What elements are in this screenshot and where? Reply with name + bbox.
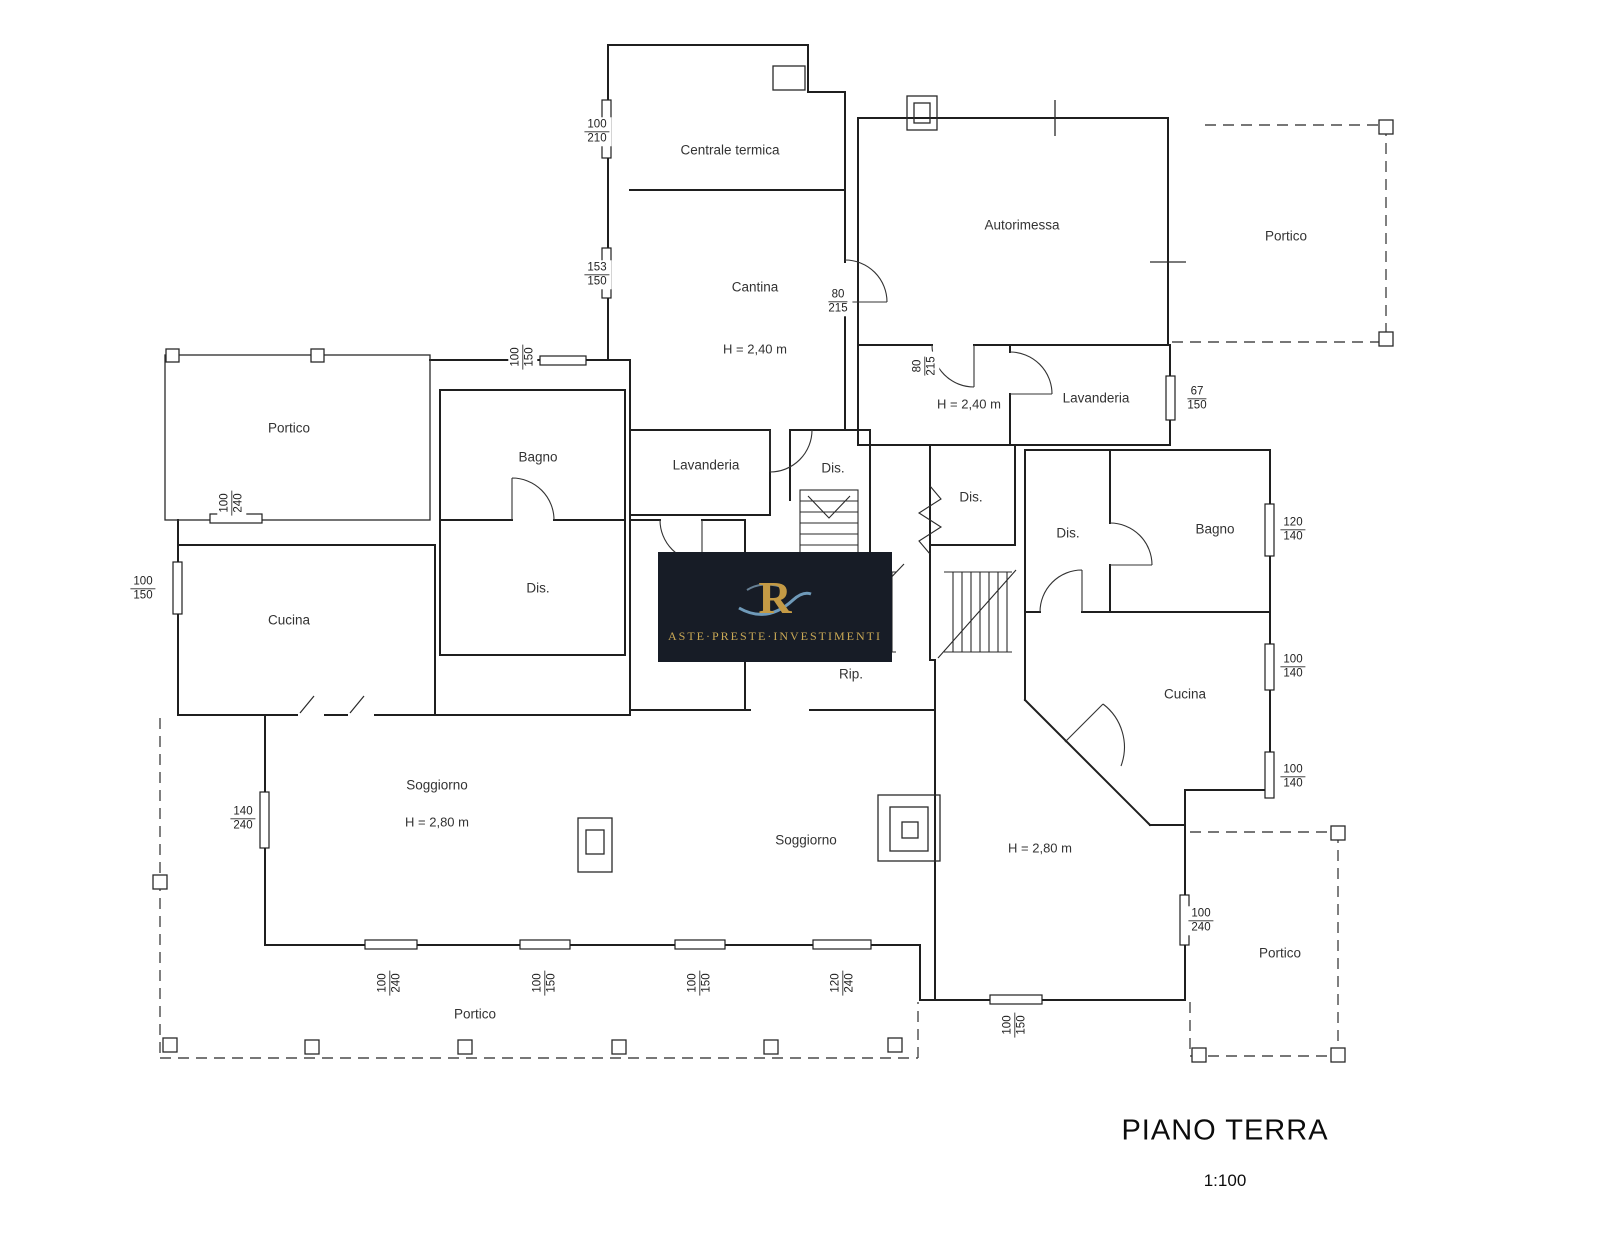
room-label-cucina-right: Cucina: [1163, 686, 1207, 702]
room-label-bagno-left: Bagno: [518, 449, 558, 465]
height-label-cantina: H = 2,40 m: [723, 341, 787, 357]
height-label-soggiorno-left: H = 2,80 m: [405, 814, 469, 830]
logo-caption: ASTE·PRESTE·INVESTIMENTI: [668, 629, 882, 643]
page-scale: 1:100: [1203, 1171, 1247, 1190]
room-label-cucina-left: Cucina: [267, 612, 311, 628]
room-label-centrale-termica: Centrale termica: [680, 142, 780, 158]
windows: [172, 99, 1275, 1005]
logo-watermark: R ASTE·PRESTE·INVESTIMENTI: [658, 552, 892, 662]
room-label-portico-bottom-right: Portico: [1258, 945, 1302, 961]
room-label-lavanderia-right: Lavanderia: [1062, 390, 1130, 406]
room-label-cantina: Cantina: [731, 279, 779, 295]
thin-details: [164, 65, 1186, 873]
room-label-soggiorno-left: Soggiorno: [406, 777, 468, 793]
room-label-autorimessa: Autorimessa: [984, 217, 1060, 233]
room-label-bagno-right: Bagno: [1195, 521, 1235, 537]
door-ticks: [299, 695, 365, 714]
logo-swoosh-icon: [738, 583, 812, 617]
room-label-dis-right-2: Dis.: [1056, 525, 1080, 541]
room-label-lavanderia-center: Lavanderia: [672, 457, 740, 473]
logo-monogram: R: [758, 572, 792, 623]
room-label-rip: Rip.: [838, 666, 864, 682]
room-label-soggiorno-center: Soggiorno: [775, 832, 837, 848]
logo-monogram-wrap: R: [738, 570, 812, 626]
door-gaps: [298, 708, 374, 722]
room-label-dis-left: Dis.: [526, 580, 550, 596]
room-label-portico-bottom: Portico: [453, 1006, 497, 1022]
height-label-right-corridor: H = 2,40 m: [937, 396, 1001, 412]
walls: [177, 44, 1271, 1001]
room-label-dis-center-top: Dis.: [821, 460, 845, 476]
door-arcs: [511, 259, 1153, 767]
room-label-portico-top-right: Portico: [1264, 228, 1308, 244]
portico-dashed-outlines: [159, 124, 1387, 1059]
room-label-portico-left: Portico: [267, 420, 311, 436]
portico-pillars: [152, 119, 1394, 1063]
height-label-soggiorno-right: H = 2,80 m: [1008, 840, 1072, 856]
room-label-dis-right-1: Dis.: [959, 489, 983, 505]
page-title: PIANO TERRA: [1121, 1114, 1329, 1147]
